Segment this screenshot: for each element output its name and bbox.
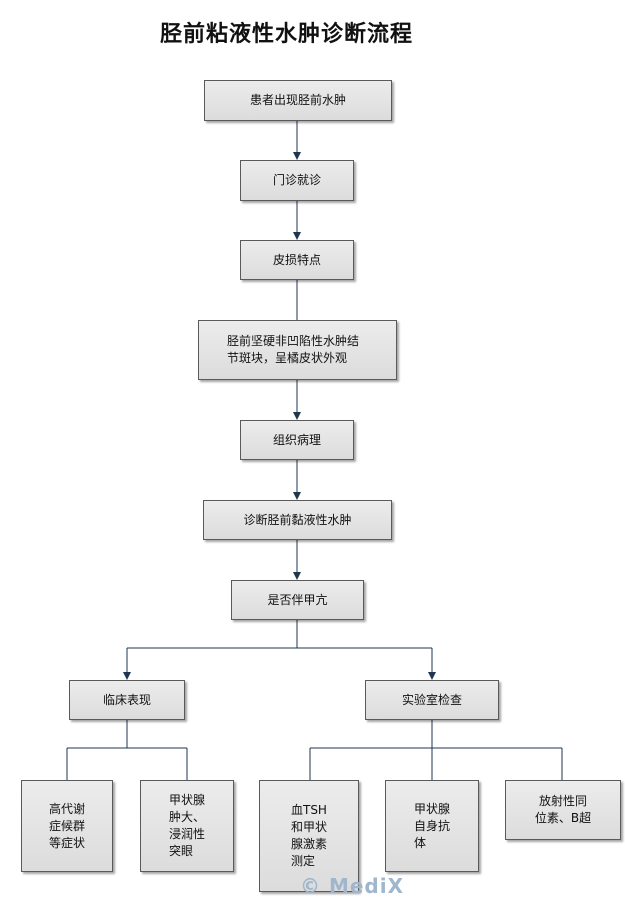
node-label-line-2: 肿大、 — [168, 810, 205, 824]
page-title: 胫前粘液性水肿诊断流程 — [160, 22, 414, 47]
node-label: 诊断胫前黏液性水肿 — [243, 512, 352, 527]
node-label-line-3: 体 — [413, 835, 426, 850]
node-label: 门诊就诊 — [272, 173, 321, 187]
flow-node-diagnosis: 诊断胫前黏液性水肿 — [203, 500, 392, 540]
flow-node-hypermetabolic: 高代谢 症候群 等症状 — [21, 780, 113, 872]
node-label: 患者出现胫前水肿 — [249, 93, 346, 107]
node-label-line-2: 节斑块，呈橘皮状外观 — [227, 351, 348, 365]
node-label: 是否伴甲亢 — [267, 592, 328, 607]
node-label-line-4: 测定 — [290, 854, 315, 868]
node-label-line-1: 甲状腺 — [413, 801, 450, 816]
node-label: 皮损特点 — [272, 252, 321, 267]
node-label-line-2: 和甲状 — [290, 820, 327, 834]
flow-node-lab: 实验室检查 — [365, 680, 499, 720]
node-label-line-1: 血TSH — [290, 803, 327, 817]
node-label-line-2: 自身抗 — [413, 818, 450, 833]
flow-node-clinical: 临床表现 — [69, 680, 185, 720]
node-label-line-2: 位素、B超 — [534, 811, 592, 825]
node-label-line-3: 浸润性 — [168, 827, 205, 841]
flow-node-skin-features: 皮损特点 — [240, 240, 354, 280]
node-label-line-2: 症候群 — [48, 818, 85, 833]
watermark: © MediX — [300, 874, 405, 898]
node-label-line-1: 胫前坚硬非凹陷性水肿结 — [227, 334, 360, 348]
node-label: 组织病理 — [272, 432, 321, 447]
node-label-line-3: 等症状 — [48, 835, 85, 850]
flow-node-radioisotope: 放射性同 位素、B超 — [505, 780, 621, 840]
flow-node-thyroid-antibodies: 甲状腺 自身抗 体 — [385, 780, 479, 872]
node-label-line-4: 突眼 — [168, 844, 193, 858]
node-label-line-1: 高代谢 — [48, 801, 85, 816]
flow-node-lesion-description: 胫前坚硬非凹陷性水肿结 节斑块，呈橘皮状外观 — [198, 320, 397, 380]
node-label-line-3: 腺激素 — [290, 837, 327, 851]
node-label-line-1: 甲状腺 — [168, 793, 205, 807]
node-label: 实验室检查 — [401, 692, 462, 707]
flow-node-goiter: 甲状腺 肿大、 浸润性 突眼 — [140, 780, 234, 872]
flow-node-tsh-test: 血TSH 和甲状 腺激素 测定 — [259, 780, 359, 892]
flow-node-edema: 患者出现胫前水肿 — [204, 80, 392, 121]
node-label-line-1: 放射性同 — [538, 794, 587, 808]
flow-node-hyperthyroid-question: 是否伴甲亢 — [231, 580, 364, 620]
flow-node-outpatient: 门诊就诊 — [240, 160, 354, 201]
node-label: 临床表现 — [102, 692, 151, 707]
flow-node-histopathology: 组织病理 — [240, 420, 354, 460]
